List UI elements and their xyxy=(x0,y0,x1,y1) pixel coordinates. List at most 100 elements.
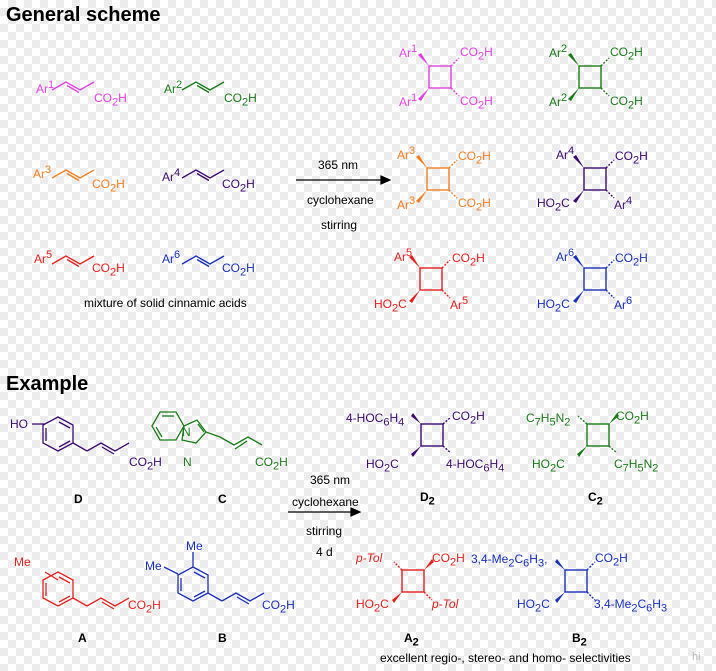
product-ar6-bottom-acid: HO2C xyxy=(537,297,570,315)
reactant-ar6-label: Ar6 xyxy=(162,249,181,266)
product-c2-top-acid: CO2H xyxy=(616,409,649,427)
product-ar3-ring xyxy=(416,155,458,203)
product-ar2-ring xyxy=(568,53,610,101)
product-ar5-bottom-ar: Ar5 xyxy=(450,295,469,312)
product-ar3-bottom-ar: Ar3 xyxy=(397,195,416,212)
reactant-ar3-acid: CO2H xyxy=(92,177,125,195)
product-d2-top-aryl: 4-HOC6H4 xyxy=(346,411,405,429)
product-b2-top-aryl: 3,4-Me2C6H3, xyxy=(471,552,548,570)
product-ar4-top-ar: Ar4 xyxy=(556,145,575,162)
reactant-b-acid: CO2H xyxy=(262,598,295,616)
example-condition-wavelength: 365 nm xyxy=(310,473,351,487)
label-c: C xyxy=(218,492,227,506)
example-arrow xyxy=(288,507,362,517)
product-ar3-bottom-acid: CO2H xyxy=(458,196,491,214)
example-condition-solvent: cyclohexane xyxy=(292,495,359,509)
reactant-ar5-label: Ar5 xyxy=(34,249,53,266)
general-condition-wavelength: 365 nm xyxy=(318,158,359,172)
reactant-ar4-acid: CO2H xyxy=(222,177,255,195)
general-scheme-title: General scheme xyxy=(6,4,161,26)
reactant-b-methyl-side: Me xyxy=(145,559,162,573)
product-ar1-top-ar: Ar1 xyxy=(399,43,418,60)
product-ar4-bottom-ar: Ar4 xyxy=(614,195,633,212)
product-b2-top-acid: CO2H xyxy=(595,551,628,569)
reactant-d-hydroxy: HO xyxy=(10,417,28,431)
reactant-d-structure xyxy=(32,416,130,455)
product-ar6-top-ar: Ar6 xyxy=(556,247,575,264)
reactant-ar2-bonds xyxy=(181,81,225,94)
general-condition-stirring: stirring xyxy=(321,218,358,232)
reactant-ar2-label: Ar2 xyxy=(164,79,183,96)
product-c2-ring xyxy=(577,413,619,457)
product-ar3-top-ar: Ar3 xyxy=(397,145,416,162)
reactant-ar2-acid: CO2H xyxy=(224,91,257,109)
product-a2-top-acid: CO2H xyxy=(432,551,465,569)
product-b2-bottom-acid: HO2C xyxy=(517,597,550,615)
product-a2-bottom-ptol: p-Tol xyxy=(432,597,459,611)
example-condition-stirring: stirring xyxy=(306,524,343,538)
product-ar1-bottom-acid: CO2H xyxy=(460,94,493,112)
general-arrow xyxy=(296,175,392,185)
label-c2: C2 xyxy=(588,490,603,508)
reactant-ar1-bonds xyxy=(51,81,95,94)
product-ar5-top-acid: CO2H xyxy=(452,251,485,269)
product-b2-ring xyxy=(555,559,596,603)
product-c2-bottom-acid: HO2C xyxy=(532,457,565,475)
reactant-ar6-bonds xyxy=(181,255,225,268)
reactant-ar4-label: Ar4 xyxy=(162,167,181,184)
label-d: D xyxy=(74,492,83,506)
reactant-ar1-acid: CO2H xyxy=(94,91,127,109)
product-ar1-ring xyxy=(418,53,460,101)
reactant-c-structure xyxy=(151,411,263,450)
product-ar2-top-acid: CO2H xyxy=(610,45,643,63)
reactant-c-acid: CO2H xyxy=(255,455,288,473)
reactant-ar3-label: Ar3 xyxy=(33,164,52,181)
watermark: hi xyxy=(692,651,701,663)
example-condition-time: 4 d xyxy=(316,545,333,559)
label-a: A xyxy=(78,631,87,645)
example-title: Example xyxy=(6,373,89,395)
reactant-ar1-label: Ar1 xyxy=(36,79,55,96)
product-ar5-top-ar: Ar5 xyxy=(394,247,413,264)
product-ar6-bottom-ar: Ar6 xyxy=(614,295,633,312)
reactant-b-methyl-top: Me xyxy=(186,539,203,553)
product-d2-bottom-acid: HO2C xyxy=(366,457,399,475)
product-ar1-bottom-ar: Ar1 xyxy=(399,92,418,109)
label-d2: D2 xyxy=(420,490,435,508)
product-ar6-top-acid: CO2H xyxy=(615,251,648,269)
reactant-ar5-bonds xyxy=(51,255,95,268)
product-a2-bottom-acid: HO2C xyxy=(356,597,389,615)
product-a2-ring xyxy=(392,559,434,603)
label-b: B xyxy=(218,631,227,645)
reactant-b-structure xyxy=(163,552,265,605)
reactant-c-n1: N xyxy=(182,425,191,439)
reactant-a-methyl: Me xyxy=(14,555,31,569)
reactant-c-n2: N xyxy=(183,455,192,469)
product-ar5-ring xyxy=(409,255,451,303)
product-ar6-ring xyxy=(573,255,615,303)
reactant-ar5-acid: CO2H xyxy=(92,261,125,279)
product-d2-ring xyxy=(411,413,452,457)
general-condition-solvent: cyclohexane xyxy=(307,193,374,207)
product-d2-bottom-aryl: 4-HOC6H4 xyxy=(446,457,505,475)
product-ar3-top-acid: CO2H xyxy=(458,149,491,167)
reactant-d-acid: CO2H xyxy=(129,455,162,473)
product-ar4-ring xyxy=(573,155,615,203)
selectivity-footnote: excellent regio-, stereo- and homo- sele… xyxy=(380,651,631,665)
label-a2: A2 xyxy=(404,631,419,649)
product-ar2-top-ar: Ar2 xyxy=(549,43,568,60)
reactant-ar4-bonds xyxy=(181,169,225,182)
product-c2-bottom-aryl: C7H5N2 xyxy=(614,457,659,475)
reactant-ar3-bonds xyxy=(51,169,95,182)
reactant-a-acid: CO2H xyxy=(128,598,161,616)
product-ar4-bottom-acid: HO2C xyxy=(537,196,570,214)
product-ar2-bottom-ar: Ar2 xyxy=(549,92,568,109)
reactant-a-structure xyxy=(42,571,130,610)
mixture-label: mixture of solid cinnamic acids xyxy=(84,296,247,310)
product-ar4-top-acid: CO2H xyxy=(615,149,648,167)
product-c2-top-aryl: C7H5N2 xyxy=(526,411,571,429)
product-ar2-bottom-acid: CO2H xyxy=(610,94,643,112)
product-b2-bottom-aryl: 3,4-Me2C6H3 xyxy=(594,597,668,615)
reactant-ar6-acid: CO2H xyxy=(222,261,255,279)
